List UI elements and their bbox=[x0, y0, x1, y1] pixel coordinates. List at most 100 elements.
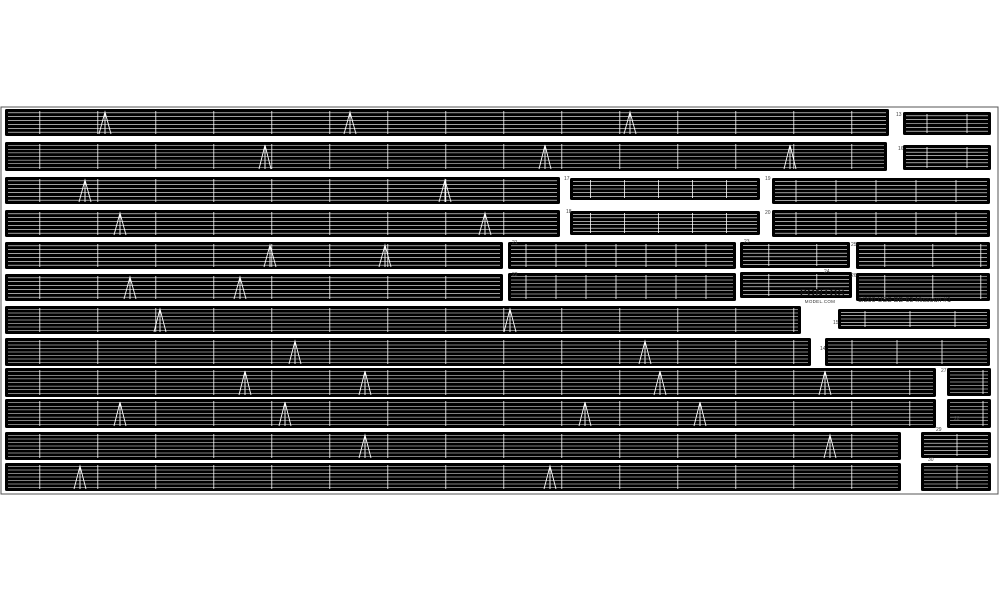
strip-body bbox=[5, 177, 560, 204]
fitting-mark bbox=[693, 401, 707, 427]
fitting-mark bbox=[653, 370, 667, 396]
strip-body bbox=[508, 242, 736, 269]
part-number-label: 30 bbox=[928, 457, 934, 463]
part-strip-18 bbox=[570, 211, 760, 235]
strip-body bbox=[921, 432, 991, 458]
deck-strip-row-6 bbox=[5, 274, 503, 301]
part-number-label: 26 bbox=[851, 273, 857, 279]
strip-body bbox=[903, 145, 991, 170]
deck-strip-row-4 bbox=[5, 210, 560, 237]
part-strip-20 bbox=[772, 210, 990, 237]
deck-strip-row-12 bbox=[5, 463, 901, 491]
fitting-mark bbox=[783, 144, 797, 170]
fitting-mark bbox=[578, 401, 592, 427]
part-number-label: 25 bbox=[851, 242, 857, 248]
part-number-label: 21 bbox=[512, 240, 518, 246]
sheet-title: 1/200 USS BB-63 Missouri #1 bbox=[858, 297, 951, 304]
fitting-mark bbox=[638, 339, 652, 365]
strip-body bbox=[772, 178, 990, 204]
part-number-label: 27 bbox=[941, 368, 947, 374]
fitting-mark bbox=[543, 464, 557, 490]
fitting-mark bbox=[113, 211, 127, 236]
fitting-mark bbox=[113, 401, 127, 427]
part-number-label: 24 bbox=[824, 269, 830, 275]
fret-border bbox=[0, 106, 999, 495]
deck-strip-row-11 bbox=[5, 432, 901, 460]
deck-strip-row-2 bbox=[5, 142, 887, 171]
part-bracket-29 bbox=[921, 432, 991, 458]
part-strip-22 bbox=[508, 273, 736, 301]
part-bracket-27 bbox=[947, 368, 991, 396]
part-strip-17 bbox=[570, 178, 760, 200]
part-strip-21 bbox=[508, 242, 736, 269]
fitting-mark bbox=[288, 339, 302, 365]
strip-body bbox=[5, 274, 503, 301]
fitting-mark bbox=[263, 243, 277, 268]
part-number-label: 13 bbox=[896, 112, 902, 118]
deck-parts bbox=[5, 109, 991, 491]
strip-body bbox=[570, 211, 760, 235]
fitting-mark bbox=[358, 370, 372, 396]
fitting-mark bbox=[818, 370, 832, 396]
brand-name: PONTOS bbox=[800, 288, 846, 299]
fitting-mark bbox=[78, 178, 92, 203]
deck-strip-row-9 bbox=[5, 368, 936, 397]
deck-strip-row-7 bbox=[5, 306, 801, 334]
part-strip-14 bbox=[825, 338, 990, 366]
part-strip-25 bbox=[856, 242, 990, 269]
part-strip-24 bbox=[740, 272, 852, 298]
fitting-mark bbox=[438, 178, 452, 203]
deck-strip-row-1 bbox=[5, 109, 889, 136]
fitting-mark bbox=[478, 211, 492, 236]
part-number-label: 14 bbox=[820, 346, 826, 352]
fitting-mark bbox=[123, 275, 137, 300]
fitting-mark bbox=[278, 401, 292, 427]
part-number-label: 22 bbox=[512, 272, 518, 278]
fitting-mark bbox=[153, 307, 167, 333]
part-strip-15 bbox=[838, 309, 990, 329]
part-strip-23 bbox=[740, 242, 850, 268]
strip-body bbox=[5, 210, 560, 237]
part-strip-19 bbox=[772, 178, 990, 204]
brand-logo: PONTOS MODEL.COM bbox=[800, 288, 846, 305]
part-number-label: 17 bbox=[564, 176, 570, 182]
fitting-mark bbox=[378, 243, 392, 268]
deck-strip-row-3 bbox=[5, 177, 560, 204]
deck-strip-row-10 bbox=[5, 399, 936, 428]
strip-body bbox=[772, 210, 990, 237]
fitting-mark bbox=[623, 110, 637, 135]
fitting-mark bbox=[823, 433, 837, 459]
deck-strip-row-8 bbox=[5, 338, 811, 366]
part-number-label: 18 bbox=[566, 209, 572, 215]
fitting-mark bbox=[538, 144, 552, 170]
strip-body bbox=[740, 272, 852, 298]
part-number-labels: 13 14 15 16 17 18 19 20 21 22 23 24 25 26 27 28 29 30 bbox=[512, 112, 960, 463]
strip-body bbox=[740, 242, 850, 268]
part-number-label: 20 bbox=[765, 210, 771, 216]
fitting-mark bbox=[503, 307, 517, 333]
strip-body bbox=[856, 242, 990, 269]
fitting-mark bbox=[258, 144, 272, 170]
fitting-mark bbox=[233, 275, 247, 300]
strip-body bbox=[5, 242, 503, 269]
strip-body bbox=[5, 109, 889, 136]
brand-subtitle: MODEL.COM bbox=[804, 299, 836, 304]
part-strip-16 bbox=[903, 145, 991, 170]
part-bracket-28 bbox=[947, 399, 991, 428]
fitting-mark bbox=[73, 464, 87, 490]
part-number-label: 23 bbox=[744, 239, 750, 245]
part-strip-13 bbox=[903, 112, 991, 135]
part-strip-26 bbox=[856, 273, 990, 301]
fitting-mark bbox=[358, 433, 372, 459]
fitting-mark bbox=[238, 370, 252, 396]
fitting-mark bbox=[343, 110, 357, 135]
part-number-label: 28 bbox=[954, 416, 960, 422]
part-number-label: 16 bbox=[898, 146, 904, 152]
part-number-label: 15 bbox=[833, 320, 839, 326]
deck-strip-row-5 bbox=[5, 242, 503, 269]
part-bracket-30 bbox=[921, 463, 991, 491]
fitting-mark bbox=[98, 110, 112, 135]
part-number-label: 29 bbox=[936, 427, 942, 433]
part-number-label: 19 bbox=[765, 176, 771, 182]
